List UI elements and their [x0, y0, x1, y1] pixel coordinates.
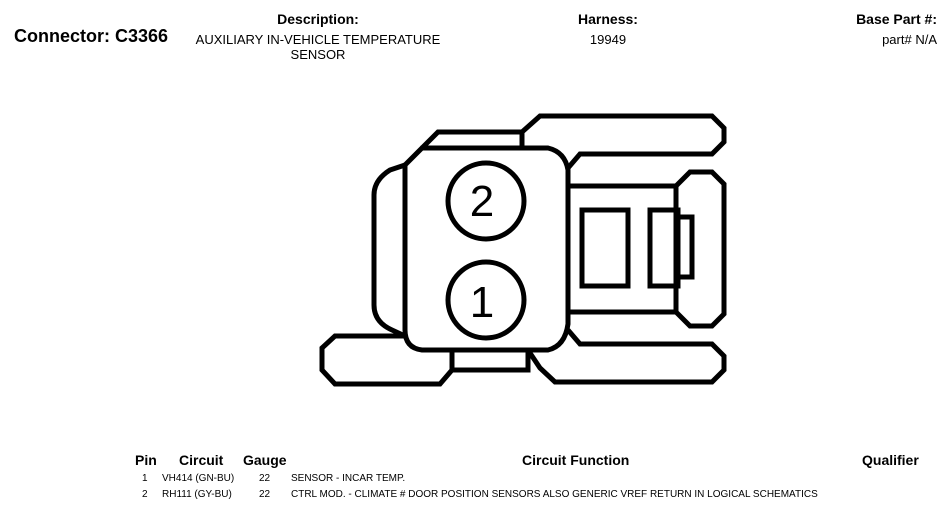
- row-gauge: 22: [259, 489, 271, 500]
- connector-title: Connector: C3366: [14, 26, 169, 46]
- pin-1-circle: [445, 259, 527, 341]
- header-gauge: Gauge: [243, 452, 287, 468]
- right-end-cap: [674, 169, 727, 329]
- lower-rail: [525, 328, 727, 385]
- key-slot-tab: [675, 214, 695, 280]
- key-slot-large: [579, 207, 631, 289]
- header-circuit: Circuit: [179, 452, 224, 468]
- lower-left-wing: [319, 333, 454, 387]
- base-part-value: part# N/A: [882, 32, 937, 47]
- description-line-1: AUXILIARY IN-VEHICLE TEMPERATURE: [195, 32, 441, 47]
- harness-label: Harness:: [578, 11, 638, 27]
- bottom-tab: [449, 350, 531, 373]
- header-pin: Pin: [135, 452, 157, 468]
- left-latch-wing: [371, 162, 407, 339]
- pin-2-label: 2: [470, 177, 494, 226]
- header-qualifier: Qualifier: [862, 452, 919, 468]
- harness-value: 19949: [589, 32, 627, 47]
- description-label: Description:: [277, 11, 359, 27]
- row-function: CTRL MOD. - CLIMATE # DOOR POSITION SENS…: [291, 489, 818, 500]
- row-circuit: VH414 (GN-BU): [162, 473, 235, 484]
- description-value: AUXILIARY IN-VEHICLE TEMPERATURE SENSOR: [188, 32, 448, 62]
- upper-rail: [520, 113, 727, 170]
- row-pin: 2: [142, 489, 148, 500]
- row-function: SENSOR - INCAR TEMP.: [291, 473, 406, 484]
- row-circuit: RH111 (GY-BU): [162, 489, 232, 500]
- row-pin: 1: [142, 473, 148, 484]
- base-part-label: Base Part #:: [856, 11, 937, 27]
- header-function: Circuit Function: [522, 452, 630, 468]
- connector-body: [402, 145, 571, 353]
- pin-2-circle: [445, 160, 527, 242]
- description-line-2: SENSOR: [290, 47, 346, 62]
- top-tab: [420, 129, 525, 150]
- pin-1-label: 1: [470, 278, 494, 327]
- row-gauge: 22: [259, 473, 271, 484]
